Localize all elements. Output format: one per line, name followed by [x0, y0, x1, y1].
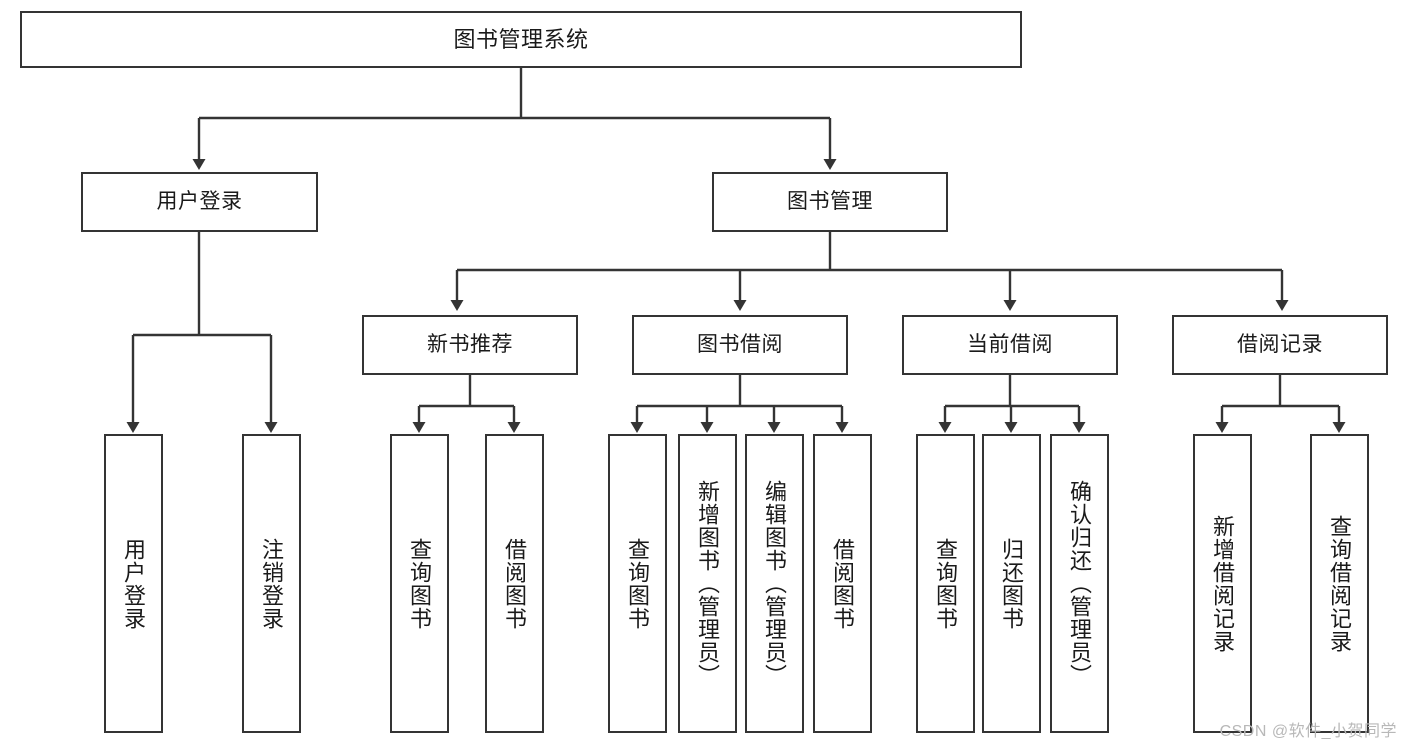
- leaf-query-book-1[interactable]: 查询图书: [390, 434, 449, 733]
- leaf-query-book-3[interactable]: 查询图书: [916, 434, 975, 733]
- node-label: 注销登录: [259, 537, 285, 630]
- leaf-user-logout[interactable]: 注销登录: [242, 434, 301, 733]
- node-label: 图书管理系统: [453, 26, 589, 52]
- node-label: 图书借阅: [697, 332, 783, 356]
- leaf-edit-book[interactable]: 编辑图书（管理员）: [745, 434, 804, 733]
- leaf-borrow-book-1[interactable]: 借阅图书: [485, 434, 544, 733]
- leaf-return-book[interactable]: 归还图书: [982, 434, 1041, 733]
- node-root-system[interactable]: 图书管理系统: [20, 11, 1022, 68]
- node-label: 确认归还（管理员）: [1067, 480, 1093, 687]
- node-label: 新增图书（管理员）: [695, 480, 721, 687]
- node-label: 借阅记录: [1237, 332, 1323, 356]
- node-label: 图书管理: [787, 189, 873, 213]
- node-label: 新书推荐: [427, 332, 513, 356]
- node-user-login[interactable]: 用户登录: [81, 172, 318, 232]
- node-borrow-record[interactable]: 借阅记录: [1172, 315, 1388, 375]
- leaf-add-record[interactable]: 新增借阅记录: [1193, 434, 1252, 733]
- node-book-manage[interactable]: 图书管理: [712, 172, 948, 232]
- node-label: 归还图书: [999, 537, 1025, 630]
- csdn-watermark: CSDN @软件_小贺同学: [1219, 723, 1397, 740]
- node-label: 查询图书: [407, 537, 433, 630]
- node-label: 查询图书: [625, 537, 651, 630]
- node-label: 编辑图书（管理员）: [762, 480, 788, 687]
- leaf-query-record[interactable]: 查询借阅记录: [1310, 434, 1369, 733]
- node-label: 查询图书: [933, 537, 959, 630]
- leaf-borrow-book-2[interactable]: 借阅图书: [813, 434, 872, 733]
- leaf-query-book-2[interactable]: 查询图书: [608, 434, 667, 733]
- node-label: 借阅图书: [502, 537, 528, 630]
- node-current-borrow[interactable]: 当前借阅: [902, 315, 1118, 375]
- node-label: 当前借阅: [967, 332, 1053, 356]
- node-label: 新增借阅记录: [1210, 514, 1236, 653]
- node-label: 用户登录: [121, 537, 147, 630]
- leaf-user-login[interactable]: 用户登录: [104, 434, 163, 733]
- node-label: 用户登录: [156, 189, 243, 213]
- leaf-confirm-return[interactable]: 确认归还（管理员）: [1050, 434, 1109, 733]
- leaf-add-book[interactable]: 新增图书（管理员）: [678, 434, 737, 733]
- node-label: 查询借阅记录: [1327, 514, 1353, 653]
- node-new-book-recommend[interactable]: 新书推荐: [362, 315, 578, 375]
- node-label: 借阅图书: [830, 537, 856, 630]
- node-book-borrow[interactable]: 图书借阅: [632, 315, 848, 375]
